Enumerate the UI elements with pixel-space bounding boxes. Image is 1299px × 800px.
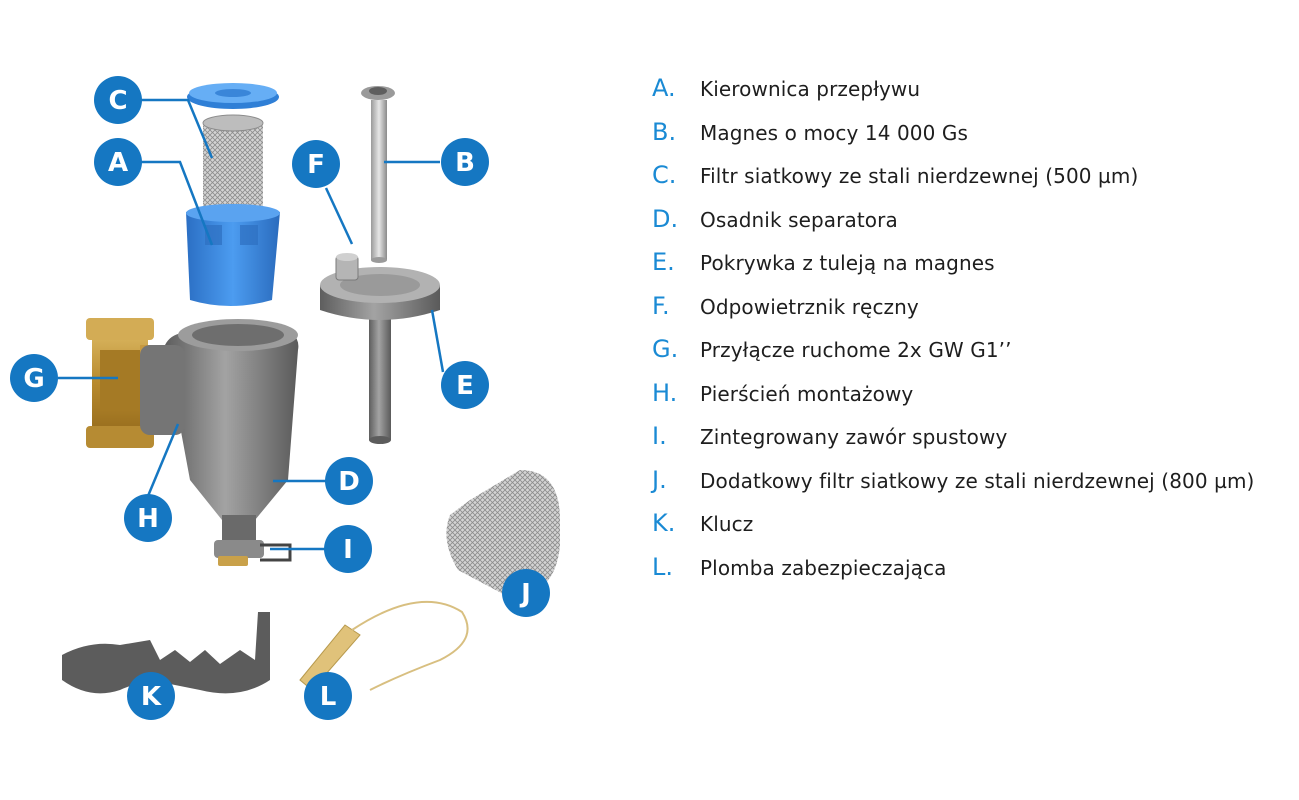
leader-e — [430, 309, 445, 373]
svg-text:I: I — [343, 535, 353, 565]
exploded-parts-diagram: C A F B G E D H I J K L — [10, 76, 560, 720]
legend-text: Klucz — [700, 512, 754, 536]
badge-c: C — [94, 76, 142, 124]
legend-text: Filtr siatkowy ze stali nierdzewnej (500… — [700, 164, 1139, 188]
svg-text:B: B — [455, 148, 475, 178]
mesh-filter-800 — [446, 470, 560, 596]
legend-letter: B. — [652, 117, 677, 146]
badge-l: L — [304, 672, 352, 720]
svg-text:L: L — [320, 682, 337, 712]
svg-text:F: F — [307, 150, 325, 180]
badge-a: A — [94, 138, 142, 186]
legend-item-c: C. Filtr siatkowy ze stali nierdzewnej (5… — [652, 155, 1292, 199]
badge-e: E — [441, 361, 489, 409]
wrench-key — [62, 612, 270, 694]
legend-letter: E. — [652, 248, 675, 276]
badge-g: G — [10, 354, 58, 402]
badge-b: B — [441, 138, 489, 186]
legend-item-i: I. Zintegrowany zawór spustowy — [652, 416, 1292, 460]
svg-text:D: D — [338, 467, 360, 497]
badge-j: J — [502, 569, 550, 617]
badge-h: H — [124, 494, 172, 542]
magnet-rod — [361, 86, 395, 263]
legend-letter: A. — [652, 74, 676, 102]
svg-text:G: G — [23, 364, 44, 394]
leader-lines — [58, 98, 445, 551]
legend-text: Plomba zabezpieczająca — [700, 555, 947, 580]
svg-text:A: A — [108, 148, 128, 178]
legend-letter: L. — [652, 552, 673, 581]
legend-text: Pokrywka z tuleją na magnes — [700, 251, 995, 275]
leader-h — [146, 423, 180, 497]
legend-item-f: F. Odpowietrznik ręczny — [652, 286, 1292, 330]
legend-letter: D. — [652, 204, 679, 233]
legend-text: Magnes o mocy 14 000 Gs — [700, 120, 969, 145]
flow-guide-body — [186, 204, 280, 306]
legend-item-b: B. Magnes o mocy 14 000 Gs — [652, 112, 1292, 156]
legend-letter: C. — [652, 161, 677, 189]
drain-valve — [214, 540, 292, 566]
leader-f — [324, 187, 354, 245]
lid-with-sleeve — [320, 267, 440, 444]
legend-letter: K. — [652, 509, 676, 537]
legend-text: Zintegrowany zawór spustowy — [700, 425, 1008, 449]
legend-letter: G. — [652, 335, 679, 363]
legend-letter: I. — [652, 422, 667, 450]
mesh-filter-500 — [202, 114, 264, 221]
legend-item-d: D. Osadnik separatora — [652, 199, 1292, 243]
legend-item-h: H. Pierścień montażowy — [652, 373, 1292, 417]
badge-i: I — [324, 525, 372, 573]
svg-text:C: C — [108, 86, 127, 116]
leader-a — [140, 160, 214, 246]
legend-text: Dodatkowy filtr siatkowy ze stali nierdz… — [700, 468, 1255, 493]
legend-item-j: J. Dodatkowy filtr siatkowy ze stali nier… — [652, 460, 1292, 504]
svg-text:J: J — [519, 579, 531, 609]
badge-k: K — [127, 672, 175, 720]
legend-text: Kierownica przepływu — [700, 77, 921, 101]
air-vent — [335, 253, 359, 281]
legend-letter: F. — [652, 291, 670, 320]
flow-guide-cap — [187, 83, 279, 109]
legend-item-g: G. Przyłącze ruchome 2x GW G1’’ — [652, 329, 1292, 373]
svg-text:H: H — [137, 504, 159, 534]
badge-f: F — [292, 140, 340, 188]
legend-item-l: L. Plomba zabezpieczająca — [652, 547, 1292, 591]
parts-legend: A. Kierownica przepływu B. Magnes o mocy 1… — [652, 68, 1292, 590]
badge-d: D — [325, 457, 373, 505]
legend-item-k: K. Klucz — [652, 503, 1292, 547]
svg-text:E: E — [456, 371, 474, 401]
legend-item-a: A. Kierownica przepływu — [652, 68, 1292, 112]
legend-text: Osadnik separatora — [700, 207, 898, 232]
legend-letter: H. — [652, 378, 678, 407]
legend-text: Przyłącze ruchome 2x GW G1’’ — [700, 338, 1012, 362]
legend-item-e: E. Pokrywka z tuleją na magnes — [652, 242, 1292, 286]
legend-text: Odpowietrznik ręczny — [700, 294, 919, 319]
legend-text: Pierścień montażowy — [700, 381, 914, 406]
svg-text:K: K — [141, 682, 162, 712]
leader-c — [140, 98, 214, 159]
legend-letter: J. — [652, 465, 667, 494]
